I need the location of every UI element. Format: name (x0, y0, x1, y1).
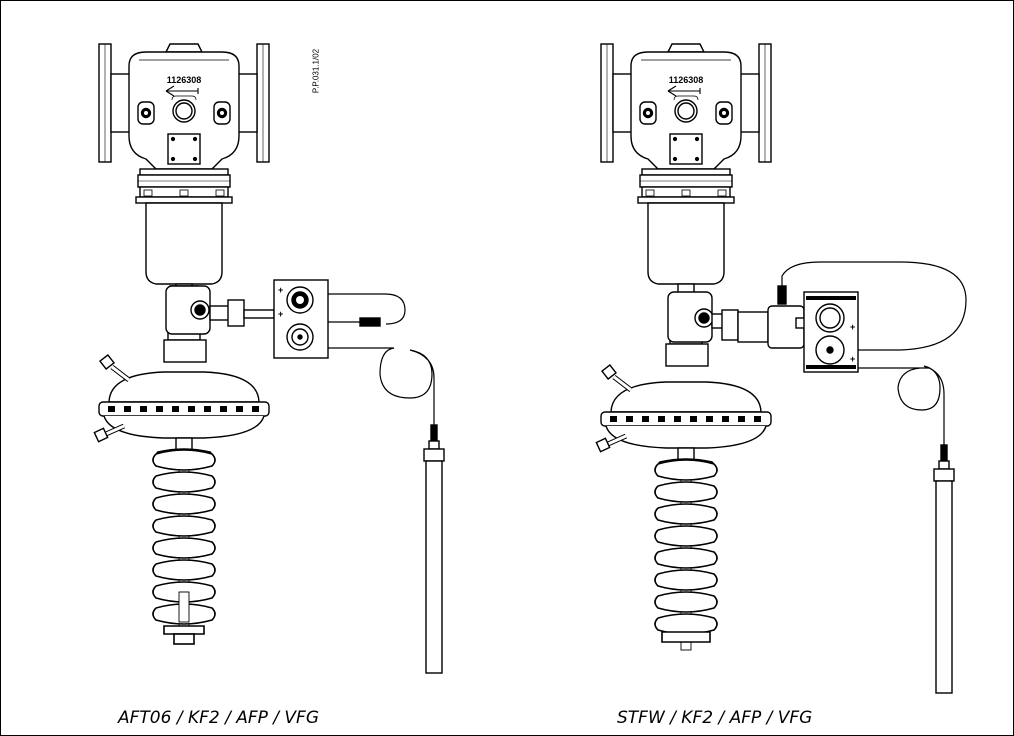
svg-text:+: + (850, 322, 855, 332)
right-valve-marking: 1126308 (669, 75, 704, 85)
right-valve-assembly: + + (596, 43, 967, 694)
drawing-reference-text: P.P.031.1/02 (311, 48, 321, 94)
svg-text:+: + (850, 354, 855, 364)
left-valve-marking: 1126308 (167, 75, 202, 85)
drawing-reference-code: P.P.031.1/02 (310, 28, 322, 114)
svg-text:+: + (278, 309, 283, 319)
left-assembly-caption: AFT06 / KF2 / AFP / VFG (118, 708, 320, 728)
left-valve-assembly: + + (94, 43, 445, 674)
right-assembly-caption: STFW / KF2 / AFP / VFG (617, 708, 813, 728)
svg-text:+: + (278, 285, 283, 295)
